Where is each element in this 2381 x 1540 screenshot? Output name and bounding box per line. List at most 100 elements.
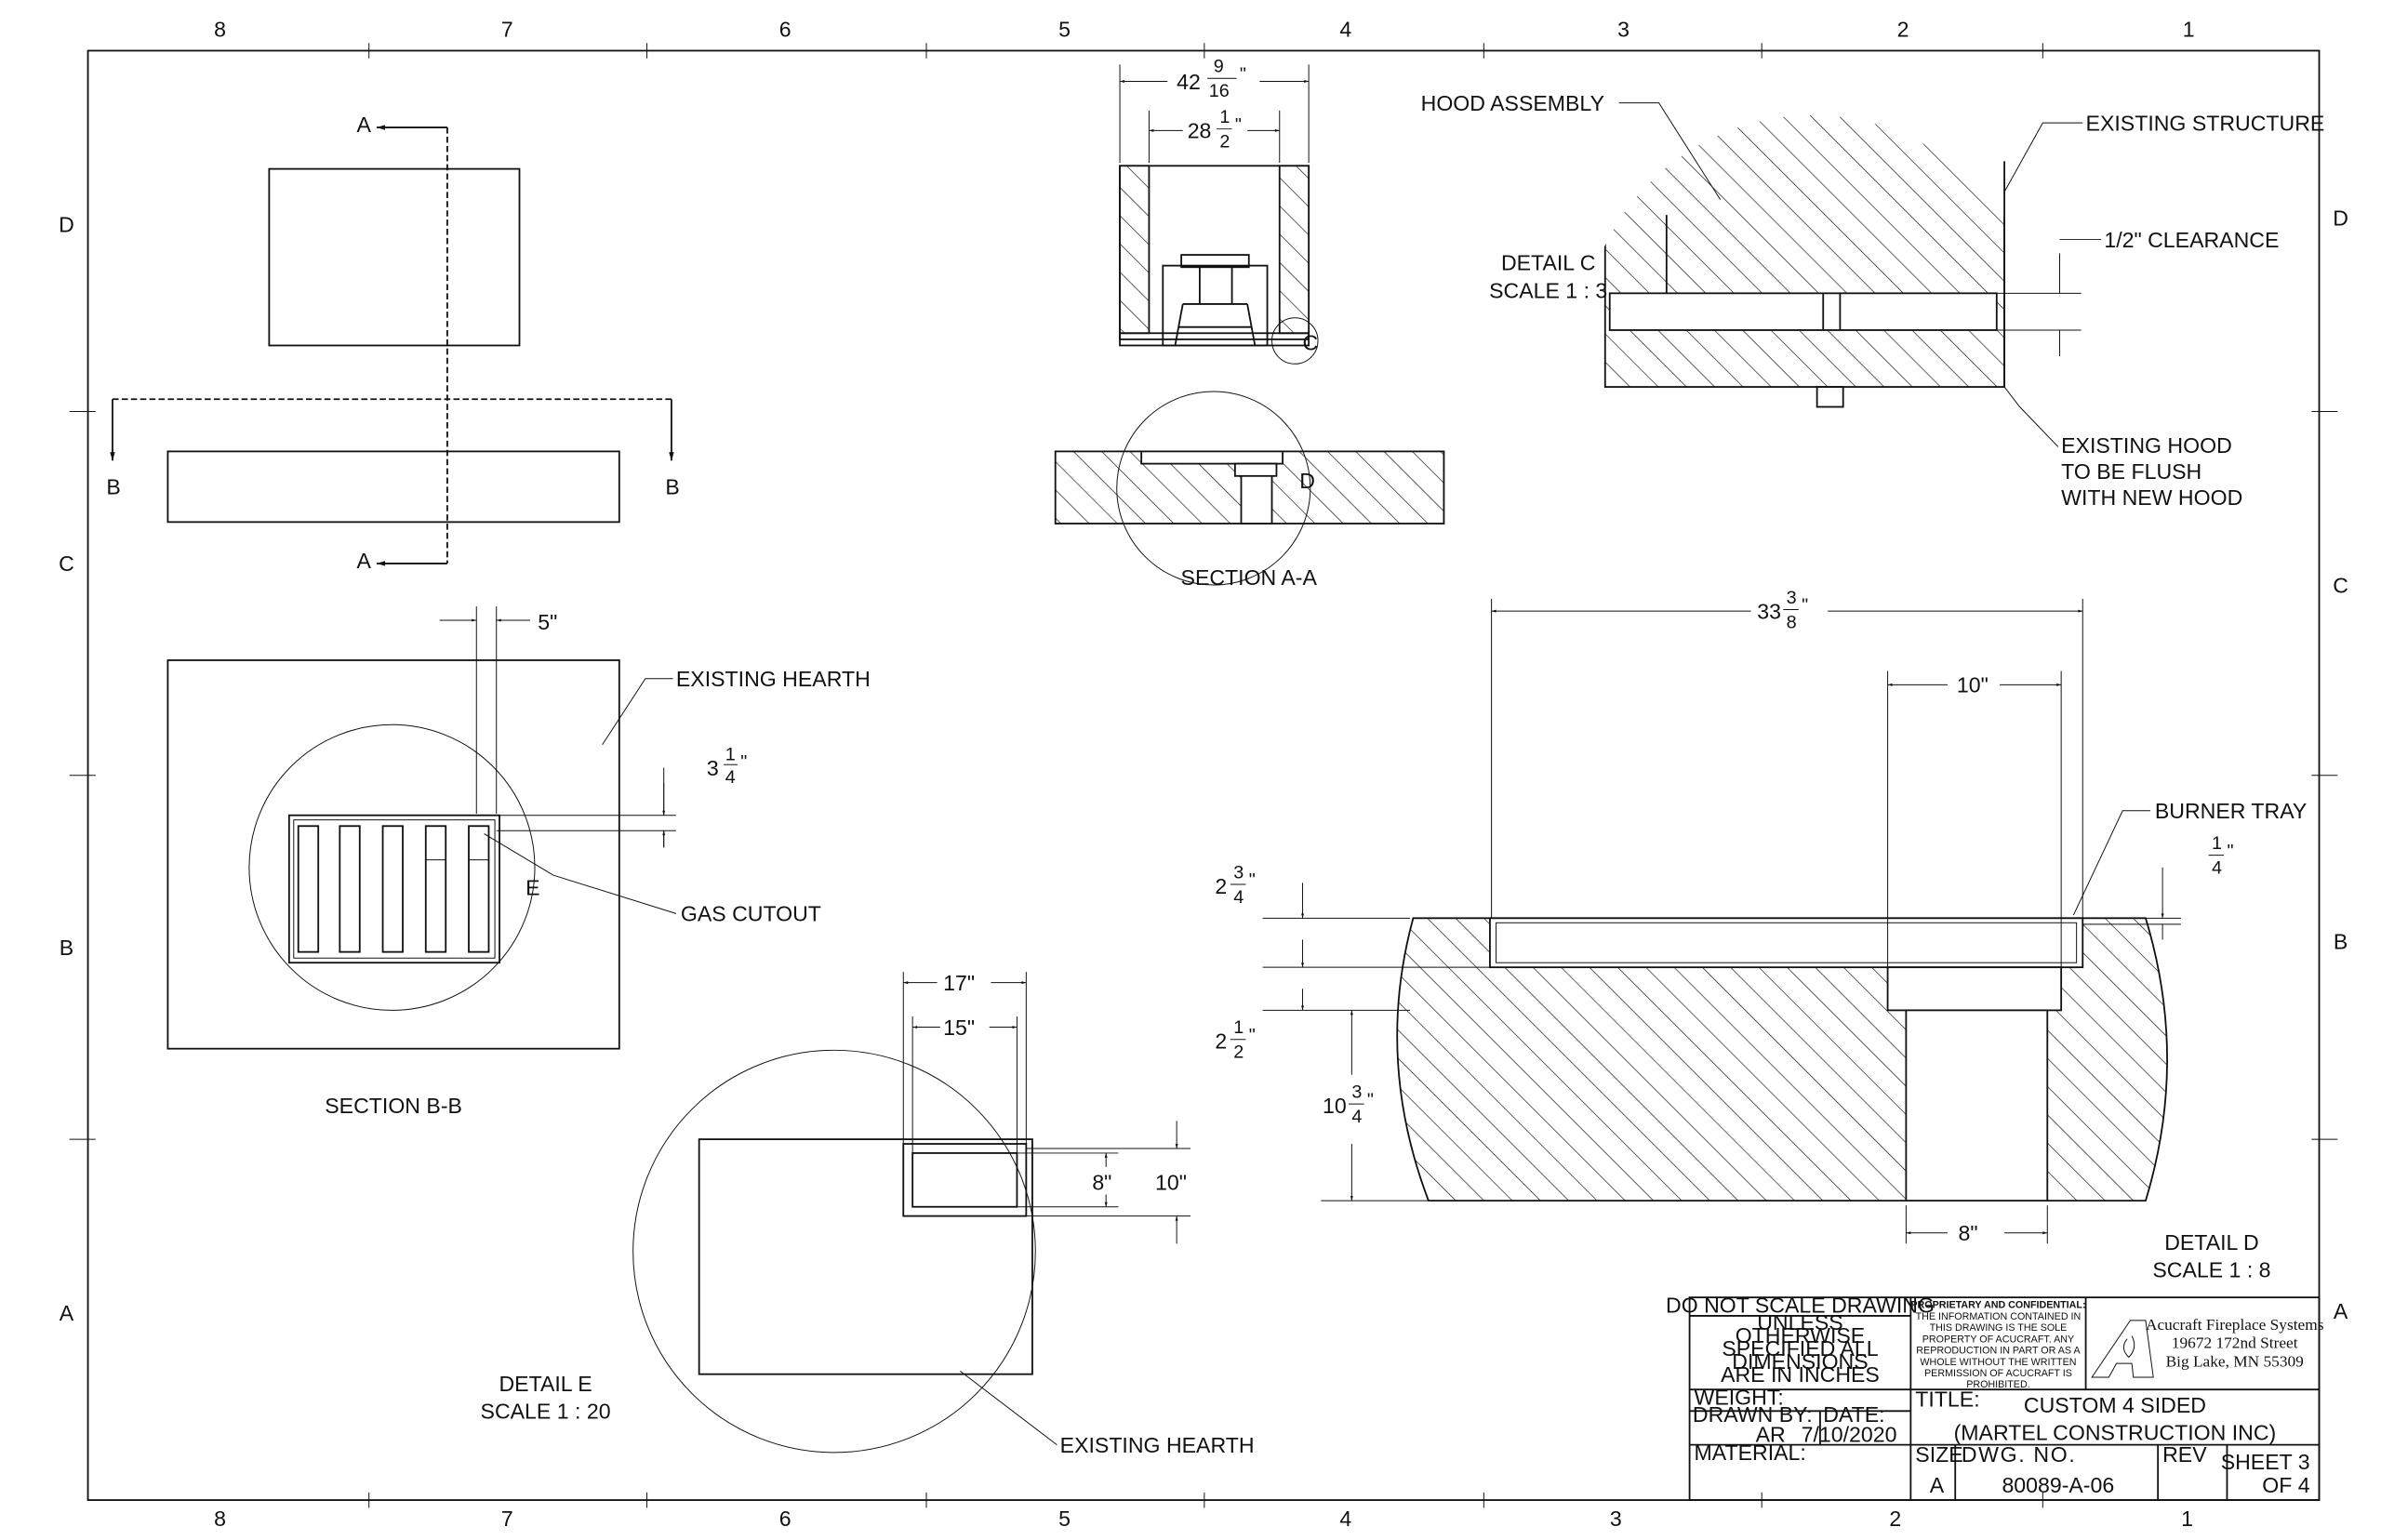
svg-text:2: 2 [1215, 1029, 1227, 1054]
svg-text:REV: REV [2162, 1442, 2207, 1467]
section-a-label: A [356, 549, 371, 573]
svg-text:SPECIFIED ALL: SPECIFIED ALL [1722, 1336, 1878, 1361]
svg-text:6: 6 [779, 1507, 791, 1531]
svg-text:DIMENSIONS: DIMENSIONS [1732, 1349, 1868, 1374]
drawing-subtitle: (MARTEL CONSTRUCTION INC) [1954, 1421, 2277, 1445]
svg-text:C: C [59, 551, 74, 576]
svg-text:B: B [2334, 929, 2348, 953]
svg-text:1: 1 [2183, 18, 2195, 42]
svg-text:2: 2 [1233, 1042, 1244, 1063]
svg-text:SCALE 1 : 8: SCALE 1 : 8 [2152, 1258, 2270, 1282]
svg-text:3: 3 [1351, 1082, 1362, 1102]
svg-text:OF 4: OF 4 [2262, 1473, 2310, 1497]
section-b-label: B [665, 475, 679, 499]
existing-hearth-label: EXISTING HEARTH [1060, 1433, 1255, 1457]
svg-text:4: 4 [2212, 857, 2222, 878]
svg-text:6: 6 [779, 18, 791, 42]
svg-text:8": 8" [1092, 1171, 1111, 1195]
svg-text:28: 28 [1188, 119, 1212, 143]
svg-text:PROPRIETARY AND CONFIDENTIAL:: PROPRIETARY AND CONFIDENTIAL: [1910, 1300, 2085, 1311]
svg-text:WITH NEW HOOD: WITH NEW HOOD [2061, 485, 2242, 510]
svg-text:WEIGHT:: WEIGHT: [1695, 1386, 1784, 1410]
svg-text:19672 172nd Street: 19672 172nd Street [2172, 1334, 2298, 1352]
svg-text:2: 2 [1897, 18, 1909, 42]
title-block: DO NOT SCALE DRAWING UNLESSOTHERWISESPEC… [1666, 1294, 2324, 1501]
svg-text:DO NOT SCALE DRAWING: DO NOT SCALE DRAWING [1666, 1294, 1935, 1318]
section-bb-title: SECTION B-B [325, 1094, 462, 1118]
svg-text:3: 3 [1617, 18, 1629, 42]
svg-text:DWG. NO.: DWG. NO. [1962, 1442, 2077, 1467]
section-b-label: B [106, 475, 120, 499]
svg-text:8: 8 [214, 18, 226, 42]
svg-text:SHEET 3: SHEET 3 [2221, 1450, 2310, 1474]
svg-text:7: 7 [501, 18, 513, 42]
gas-cutout-label: GAS CUTOUT [681, 902, 821, 926]
svg-text:10": 10" [1957, 673, 1989, 697]
detail-e: 17"15" 8"10" EXISTING HEARTH DETAIL E SC… [481, 971, 1255, 1457]
svg-text:B: B [60, 936, 73, 960]
top-view: A A B B [106, 113, 679, 573]
drawing-number: 80089-A-06 [2002, 1473, 2114, 1497]
section-aa-title: SECTION A-A [1181, 565, 1318, 590]
svg-text:": " [1249, 870, 1256, 891]
svg-text:SCALE 1 : 3: SCALE 1 : 3 [1489, 278, 1607, 302]
svg-text:10: 10 [1323, 1094, 1347, 1118]
svg-text:4: 4 [1339, 1507, 1351, 1531]
svg-text:C: C [2333, 573, 2348, 597]
section-a-label: A [356, 113, 371, 137]
svg-text:REPRODUCTION IN PART OR AS A: REPRODUCTION IN PART OR AS A [1916, 1346, 2081, 1357]
drawing-title: CUSTOM 4 SIDED [2024, 1393, 2206, 1417]
svg-text:1: 1 [2212, 833, 2222, 854]
detail-d-ref: D [1299, 469, 1315, 493]
svg-text:4: 4 [725, 767, 736, 788]
svg-text:WHOLE WITHOUT THE WRITTEN: WHOLE WITHOUT THE WRITTEN [1920, 1357, 2076, 1368]
svg-text:Big Lake, MN 55309: Big Lake, MN 55309 [2166, 1352, 2304, 1370]
svg-text:DETAIL E: DETAIL E [499, 1372, 592, 1396]
svg-text:ARE IN INCHES: ARE IN INCHES [1721, 1362, 1880, 1387]
svg-text:A: A [1930, 1473, 1945, 1497]
svg-text:TITLE:: TITLE: [1915, 1387, 1979, 1411]
svg-text:DRAWN BY:: DRAWN BY: [1693, 1402, 1813, 1427]
svg-text:3: 3 [1233, 862, 1244, 883]
svg-text:1: 1 [1219, 107, 1230, 127]
svg-text:THE INFORMATION CONTAINED IN: THE INFORMATION CONTAINED IN [1916, 1311, 2082, 1322]
svg-text:SIZE: SIZE [1915, 1442, 1962, 1467]
svg-text:EXISTING STRUCTURE: EXISTING STRUCTURE [2086, 111, 2325, 135]
svg-text:8: 8 [214, 1507, 226, 1531]
svg-text:9: 9 [1214, 57, 1224, 77]
svg-text:TO BE FLUSH: TO BE FLUSH [2061, 459, 2201, 484]
svg-text:THIS DRAWING IS THE SOLE: THIS DRAWING IS THE SOLE [1930, 1322, 2068, 1334]
svg-text:": " [740, 752, 747, 773]
burner-tray-label: BURNER TRAY [2155, 799, 2308, 823]
svg-text:DETAIL C: DETAIL C [1501, 251, 1595, 275]
svg-text:5": 5" [538, 610, 557, 634]
svg-text:33: 33 [1757, 599, 1781, 623]
svg-text:1: 1 [1233, 1017, 1244, 1038]
svg-text:E: E [525, 876, 539, 900]
svg-text:Acucraft Fireplace Systems: Acucraft Fireplace Systems [2146, 1316, 2324, 1334]
svg-text:D: D [59, 212, 74, 236]
svg-text:EXISTING HOOD: EXISTING HOOD [2061, 433, 2232, 458]
svg-text:4: 4 [1351, 1107, 1362, 1127]
svg-text:42: 42 [1177, 70, 1201, 94]
svg-text:8: 8 [1787, 612, 1797, 632]
svg-text:": " [1235, 114, 1242, 135]
svg-text:": " [1367, 1090, 1374, 1110]
svg-text:2: 2 [1889, 1507, 1901, 1531]
svg-text:3: 3 [707, 756, 719, 780]
svg-text:": " [1249, 1025, 1256, 1045]
svg-text:DETAIL D: DETAIL D [2164, 1230, 2258, 1255]
existing-hearth-label: EXISTING HEARTH [676, 667, 871, 691]
detail-c: HOOD ASSEMBLY EXISTING STRUCTURE 1/2" CL… [1421, 91, 2325, 510]
svg-text:HOOD ASSEMBLY: HOOD ASSEMBLY [1421, 91, 1604, 115]
svg-text:2: 2 [1219, 132, 1230, 153]
sheet-border [69, 43, 2338, 1508]
svg-text:3: 3 [1787, 588, 1797, 608]
svg-text:OTHERWISE: OTHERWISE [1736, 1323, 1866, 1348]
svg-text:10": 10" [1155, 1171, 1187, 1195]
svg-text:5: 5 [1058, 1507, 1071, 1531]
svg-text:17": 17" [943, 971, 975, 995]
